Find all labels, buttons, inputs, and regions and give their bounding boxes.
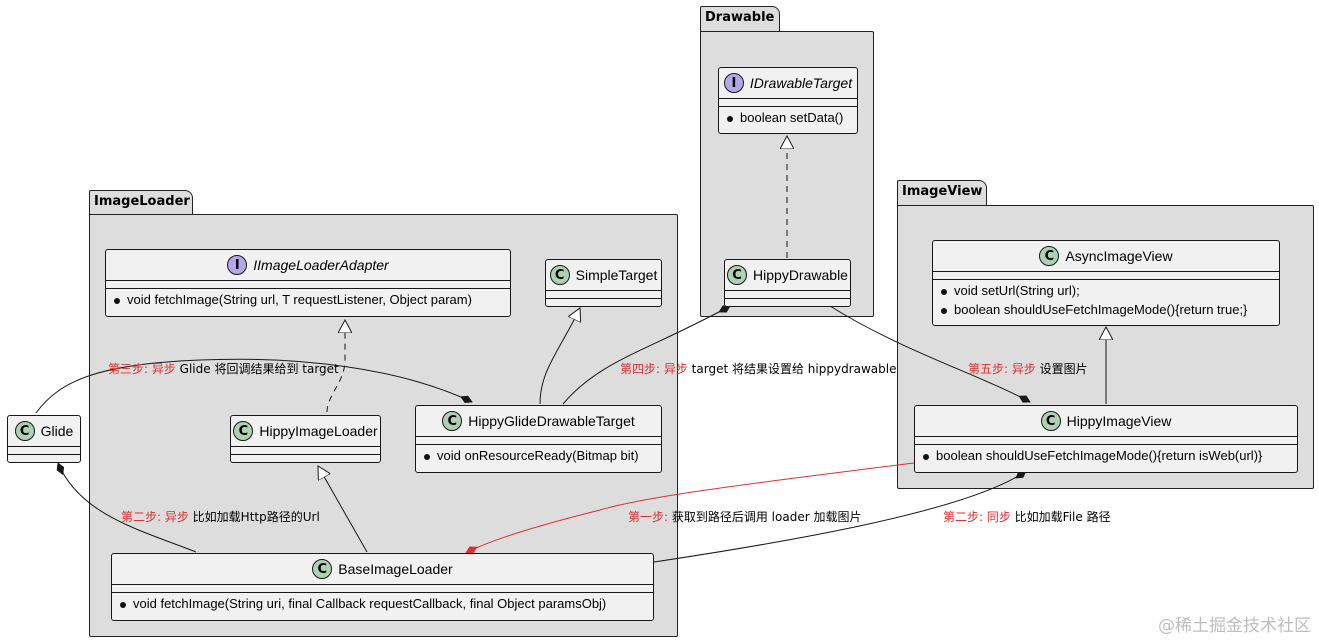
divider [725,298,850,299]
class-glide: C Glide [7,415,81,463]
divider [106,280,510,288]
class-stereotype-icon: C [14,421,35,441]
edge-step5-hippydrawable-to-hippyimageview [829,305,1031,403]
class-idrawabletarget: I IDrawableTarget boolean setData() [718,67,858,134]
method: void fetchImage(String url, T requestLis… [106,289,510,310]
method: boolean shouldUseFetchImageMode(){return… [933,301,1279,320]
class-name: IDrawableTarget [749,75,853,91]
divider [915,444,1297,445]
edge-baseimageloader-extends-hippyimageloader [318,466,368,553]
divider [416,436,661,444]
interface-stereotype-icon: I [723,73,744,93]
edge-step3-glide-to-target [35,358,473,414]
edge-label-step2-sync: 第二步: 同步 比如加载File 路径 [943,510,1111,524]
class-hippydrawable: C HippyDrawable [724,259,851,307]
divider [933,279,1279,280]
edge-step1-hippyimageview-to-baseimageloader [465,462,915,554]
divider [719,106,857,107]
class-stereotype-icon: C [549,265,570,285]
class-name: HippyImageLoader [259,423,378,439]
class-asyncimageview: C AsyncImageView void setUrl(String url)… [932,240,1280,326]
divider [719,98,857,106]
class-simpletarget: C SimpleTarget [545,259,662,307]
edge-label-step2-async: 第二步: 异步 比如加载Http路径的Url [121,510,320,524]
interface-stereotype-icon: I [227,255,248,275]
edge-hippyglide-extends-simpletarget [539,308,580,405]
edge-step2-baseimageloader-to-hippyimageview [653,470,1027,563]
package-tab-drawable: Drawable [700,6,780,32]
divider [231,446,380,454]
class-name: HippyDrawable [753,267,848,283]
edge-label-step4: 第四步: 异步 target 将结果设置给 hippydrawable [620,362,897,376]
edge-label-step3: 第三步: 异步 Glide 将回调结果给到 target [108,362,339,376]
class-stereotype-icon: C [1039,246,1060,266]
class-stereotype-icon: C [233,421,254,441]
divider [8,454,80,455]
divider [546,298,661,299]
class-name: HippyImageView [1066,413,1172,429]
method: void onResourceReady(Bitmap bit) [416,445,661,466]
class-name: Glide [40,423,74,439]
method: void setUrl(String url); [933,280,1279,301]
edge-step2-baseimageloader-to-glide [56,462,197,553]
divider [112,592,653,593]
class-stereotype-icon: C [1040,411,1061,431]
method: boolean shouldUseFetchImageMode(){return… [915,445,1297,466]
divider [106,288,510,289]
class-name: BaseImageLoader [338,561,453,577]
class-hippyimageloader: C HippyImageLoader [230,415,381,463]
class-hippyglidedrawabletarget: C HippyGlideDrawableTarget void onResour… [415,405,662,473]
class-baseimageloader: C BaseImageLoader void fetchImage(String… [111,553,654,621]
class-name: AsyncImageView [1065,248,1173,264]
method: boolean setData() [719,107,857,128]
divider [416,444,661,445]
divider [231,454,380,455]
package-tab-imageloader: ImageLoader [89,190,193,215]
watermark: @稀土掘金技术社区 [1158,616,1311,636]
divider [725,290,850,298]
divider [915,436,1297,444]
class-name: IImageLoaderAdapter [253,257,389,273]
class-iimageloaderadapter: I IImageLoaderAdapter void fetchImage(St… [105,249,511,317]
class-name: SimpleTarget [575,267,658,283]
class-stereotype-icon: C [727,265,748,285]
edge-label-step5: 第五步: 异步 设置图片 [968,362,1088,376]
method: void fetchImage(String uri, final Callba… [112,593,653,614]
divider [8,446,80,454]
edge-step4-target-to-hippydrawable [562,305,731,405]
edge-label-step1: 第一步: 获取到路径后调用 loader 加载图片 [628,510,862,524]
class-name: HippyGlideDrawableTarget [468,413,635,429]
divider [546,290,661,298]
class-hippyimageview: C HippyImageView boolean shouldUseFetchI… [914,405,1298,473]
divider [112,584,653,592]
edge-hippyimageloader-realizes-iimageloaderadapter [326,320,345,413]
package-tab-imageview: ImageView [897,180,987,206]
divider [933,271,1279,279]
class-stereotype-icon: C [442,411,463,431]
class-stereotype-icon: C [312,559,333,579]
